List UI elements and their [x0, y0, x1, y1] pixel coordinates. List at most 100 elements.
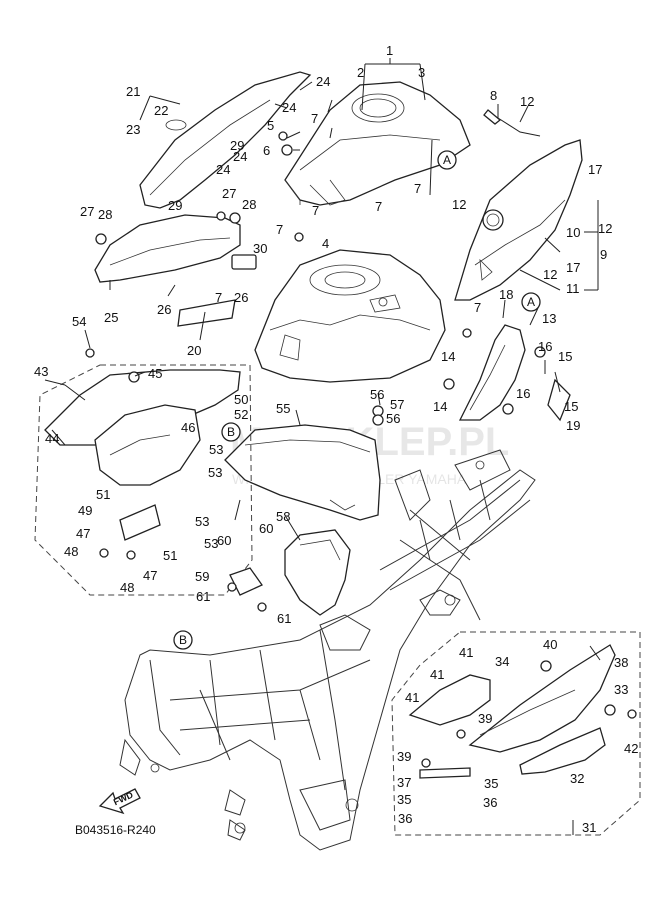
- small-parts: [85, 109, 637, 779]
- callout: 43: [34, 364, 48, 379]
- callout: 12: [520, 94, 534, 109]
- callout: 12: [452, 197, 466, 212]
- callout: 47: [143, 568, 157, 583]
- callout: 17: [588, 162, 602, 177]
- callout: 3: [418, 65, 425, 80]
- callout: 61: [277, 611, 291, 626]
- group-43-box: [34, 364, 253, 596]
- callout: 51: [96, 487, 110, 502]
- callout: 53: [195, 514, 209, 529]
- left-upper-side-cover: [139, 71, 312, 209]
- callout: 35: [484, 776, 498, 791]
- callout: 34: [495, 654, 509, 669]
- right-side-cover: [454, 139, 583, 301]
- callout: 24: [233, 149, 247, 164]
- callout: 36: [398, 811, 412, 826]
- callout: 45: [148, 366, 162, 381]
- callout: 37: [397, 775, 411, 790]
- callout: 33: [614, 682, 628, 697]
- callout: 36: [483, 795, 497, 810]
- callout: 57: [390, 397, 404, 412]
- callout: 30: [253, 241, 267, 256]
- callout: 44: [45, 431, 59, 446]
- callout: 9: [600, 247, 607, 262]
- callout: 54: [72, 314, 86, 329]
- callout: 41: [459, 645, 473, 660]
- group-31-box: [391, 631, 641, 836]
- callout: 7: [276, 222, 283, 237]
- callout: 29: [168, 198, 182, 213]
- svg-text:A: A: [443, 153, 451, 167]
- diagram-code: B043516-R240: [75, 823, 156, 837]
- callout: 27: [80, 204, 94, 219]
- callout: 48: [120, 580, 134, 595]
- callout: 26: [157, 302, 171, 317]
- callout: 29: [230, 138, 244, 153]
- callout: 60: [217, 533, 231, 548]
- callout: 46: [181, 420, 195, 435]
- seat: [224, 424, 381, 521]
- callout: 51: [163, 548, 177, 563]
- svg-text:B: B: [227, 425, 235, 439]
- callout: 56: [386, 411, 400, 426]
- callout: 28: [98, 207, 112, 222]
- fuel-tank: [254, 249, 446, 383]
- callout: 24: [216, 162, 230, 177]
- callout: 52: [234, 407, 248, 422]
- callout: 53: [208, 465, 222, 480]
- callout: 31: [582, 820, 596, 835]
- callout: 17: [566, 260, 580, 275]
- callout: 4: [322, 236, 329, 251]
- callout: 53: [204, 536, 218, 551]
- callout: 58: [276, 509, 290, 524]
- callout: 27: [222, 186, 236, 201]
- right-inner-panel: [458, 324, 526, 421]
- callout: 16: [516, 386, 530, 401]
- svg-text:B: B: [179, 633, 187, 647]
- callout: 49: [78, 503, 92, 518]
- callout: 7: [375, 199, 382, 214]
- callout: 32: [570, 771, 584, 786]
- callout: 39: [478, 711, 492, 726]
- ref-a-top: A: [437, 150, 457, 170]
- callout: 25: [104, 310, 118, 325]
- callout: 60: [259, 521, 273, 536]
- callout: 7: [474, 300, 481, 315]
- callout-labels: 1 2 3 4 5 6 7 7 7 7 7 7 7 8 9 10 11 12 1…: [34, 43, 638, 835]
- callout: 56: [370, 387, 384, 402]
- rear-tail-cover: [44, 369, 241, 486]
- leader-lines: [44, 58, 601, 835]
- callout: 41: [405, 690, 419, 705]
- callout: 7: [311, 111, 318, 126]
- callout: 18: [499, 287, 513, 302]
- callout: 5: [267, 118, 274, 133]
- callout: 55: [276, 401, 290, 416]
- callout: 7: [312, 203, 319, 218]
- callout: 1: [386, 43, 393, 58]
- callout: 12: [598, 221, 612, 236]
- ref-b-left: B: [221, 422, 241, 442]
- callout: 39: [397, 749, 411, 764]
- callout: 35: [397, 792, 411, 807]
- callout: 15: [564, 399, 578, 414]
- callout: 42: [624, 741, 638, 756]
- callout: 14: [441, 349, 455, 364]
- callout: 40: [543, 637, 557, 652]
- callout: 21: [126, 84, 140, 99]
- svg-text:A: A: [527, 295, 535, 309]
- callout: 10: [566, 225, 580, 240]
- callout: 48: [64, 544, 78, 559]
- callout: 7: [215, 290, 222, 305]
- seat-rear-cover: [284, 529, 351, 616]
- callout: 28: [242, 197, 256, 212]
- tank-cover: [284, 81, 471, 206]
- callout: 19: [566, 418, 580, 433]
- callout: 14: [433, 399, 447, 414]
- callout: 24: [316, 74, 330, 89]
- callout: 50: [234, 392, 248, 407]
- callout: 6: [263, 143, 270, 158]
- callout: 11: [566, 281, 580, 296]
- side-panel-right-rear: [408, 644, 616, 775]
- callout: 8: [490, 88, 497, 103]
